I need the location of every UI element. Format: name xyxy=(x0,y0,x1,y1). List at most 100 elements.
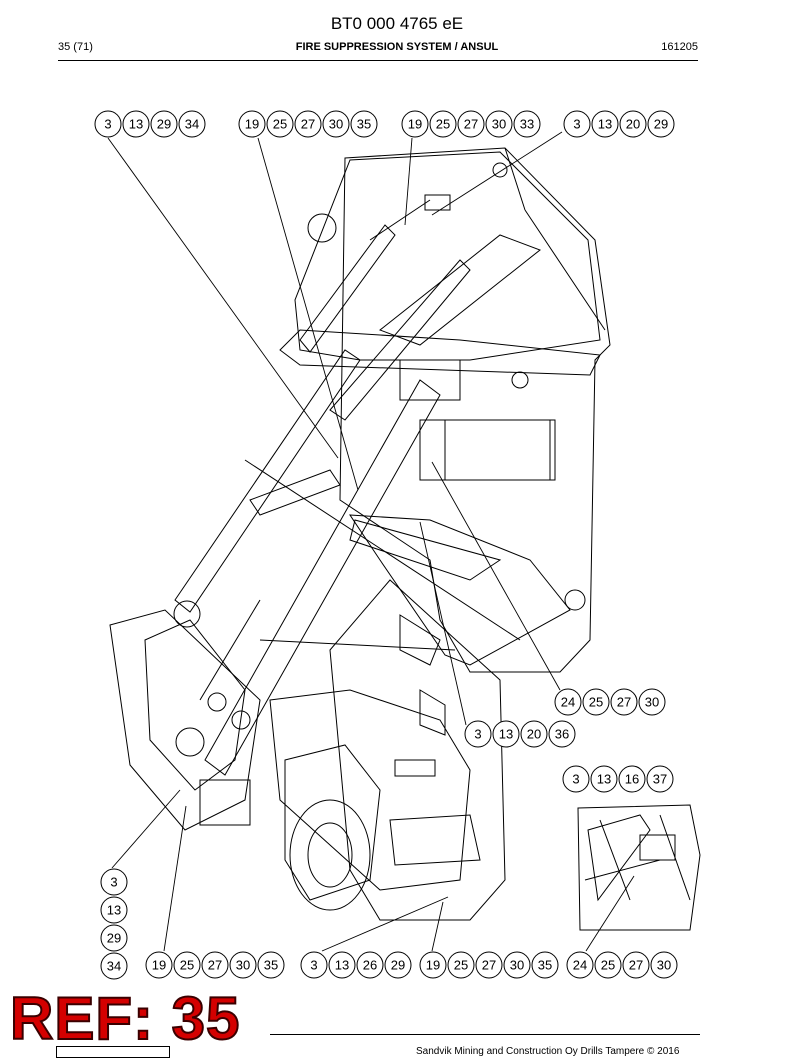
callout-number: 30 xyxy=(236,958,250,973)
callout-bubble xyxy=(173,951,201,979)
callout-number: 3 xyxy=(110,875,117,890)
callout-number: 13 xyxy=(335,958,349,973)
machine-outline xyxy=(109,147,611,921)
callout-number: 27 xyxy=(617,695,631,710)
callout-bubble xyxy=(300,951,328,979)
callout-number: 30 xyxy=(510,958,524,973)
callout-number: 27 xyxy=(301,117,315,132)
callout-bubble xyxy=(356,951,384,979)
callout-bubble xyxy=(100,896,128,924)
callout-number: 37 xyxy=(653,772,667,787)
callout-bubble xyxy=(646,765,674,793)
callout-number: 19 xyxy=(426,958,440,973)
callout-number: 27 xyxy=(629,958,643,973)
callout-number: 29 xyxy=(157,117,171,132)
callout-number: 27 xyxy=(208,958,222,973)
callout-bubble xyxy=(328,951,356,979)
callout-bubble xyxy=(647,110,675,138)
callout-bubble xyxy=(94,110,122,138)
callout-bubble xyxy=(554,688,582,716)
leader-lines xyxy=(107,131,635,952)
callout-number: 30 xyxy=(645,695,659,710)
callout-number: 29 xyxy=(654,117,668,132)
callout-number: 25 xyxy=(589,695,603,710)
document-date: 161205 xyxy=(661,41,698,53)
callout-bubble xyxy=(464,720,492,748)
callout-bubble xyxy=(257,951,285,979)
callout-number: 25 xyxy=(180,958,194,973)
callout-bubble xyxy=(447,951,475,979)
callout-number: 27 xyxy=(482,958,496,973)
callout-bubble xyxy=(594,951,622,979)
callout-bubble xyxy=(548,720,576,748)
callout-number: 3 xyxy=(572,772,579,787)
callout-bubble xyxy=(531,951,559,979)
callout-number: 29 xyxy=(391,958,405,973)
callout-number: 20 xyxy=(626,117,640,132)
callout-bubble xyxy=(638,688,666,716)
callout-bubble xyxy=(201,951,229,979)
callout-number: 26 xyxy=(363,958,377,973)
callout-number: 25 xyxy=(601,958,615,973)
callout-number: 3 xyxy=(104,117,111,132)
callout-number: 24 xyxy=(561,695,575,710)
callout-bubble xyxy=(350,110,378,138)
callout-number: 33 xyxy=(520,117,534,132)
callout-bubble xyxy=(429,110,457,138)
callout-number: 3 xyxy=(474,727,481,742)
callout-bubble xyxy=(503,951,531,979)
callout-bubble xyxy=(582,688,610,716)
callout-number: 13 xyxy=(129,117,143,132)
callout-bubble xyxy=(590,765,618,793)
callout-bubble xyxy=(562,765,590,793)
callout-bubble xyxy=(238,110,266,138)
callout-bubble xyxy=(563,110,591,138)
callout-number: 29 xyxy=(107,931,121,946)
callout-number: 36 xyxy=(555,727,569,742)
callout-bubble xyxy=(294,110,322,138)
callout-number: 20 xyxy=(527,727,541,742)
callout-bubble xyxy=(145,951,173,979)
callout-bubble xyxy=(178,110,206,138)
callout-bubble xyxy=(622,951,650,979)
callout-number: 25 xyxy=(436,117,450,132)
callout-number: 30 xyxy=(657,958,671,973)
document-id: BT0 000 4765 eE xyxy=(330,14,464,33)
callout-number: 16 xyxy=(625,772,639,787)
callout-number: 25 xyxy=(454,958,468,973)
callout-number: 35 xyxy=(357,117,371,132)
callout-number: 13 xyxy=(499,727,513,742)
callout-number: 34 xyxy=(185,117,199,132)
callout-bubble xyxy=(566,951,594,979)
callout-number: 13 xyxy=(598,117,612,132)
callout-bubble xyxy=(150,110,178,138)
callout-bubble xyxy=(619,110,647,138)
callout-bubble xyxy=(100,924,128,952)
callout-number: 27 xyxy=(464,117,478,132)
callout-number: 35 xyxy=(538,958,552,973)
callout-bubble xyxy=(100,952,128,980)
callout-bubble xyxy=(591,110,619,138)
callout-bubble xyxy=(401,110,429,138)
callout-bubble xyxy=(122,110,150,138)
inset-detail xyxy=(577,804,701,931)
section-title: FIRE SUPPRESSION SYSTEM / ANSUL xyxy=(295,41,499,53)
callout-bubble xyxy=(229,951,257,979)
callout-bubble xyxy=(322,110,350,138)
callout-number: 13 xyxy=(597,772,611,787)
footer-rule xyxy=(270,1034,700,1035)
header-rule xyxy=(58,60,698,61)
callout-bubble xyxy=(100,868,128,896)
callout-number: 25 xyxy=(273,117,287,132)
callout-bubble xyxy=(475,951,503,979)
callout-number: 19 xyxy=(245,117,259,132)
callout-number: 19 xyxy=(152,958,166,973)
callout-bubble xyxy=(419,951,447,979)
callout-number: 13 xyxy=(107,903,121,918)
callout-bubble xyxy=(266,110,294,138)
callout-bubble xyxy=(513,110,541,138)
callout-bubble xyxy=(610,688,638,716)
ref-stamp: REF: 35 xyxy=(9,984,241,1053)
